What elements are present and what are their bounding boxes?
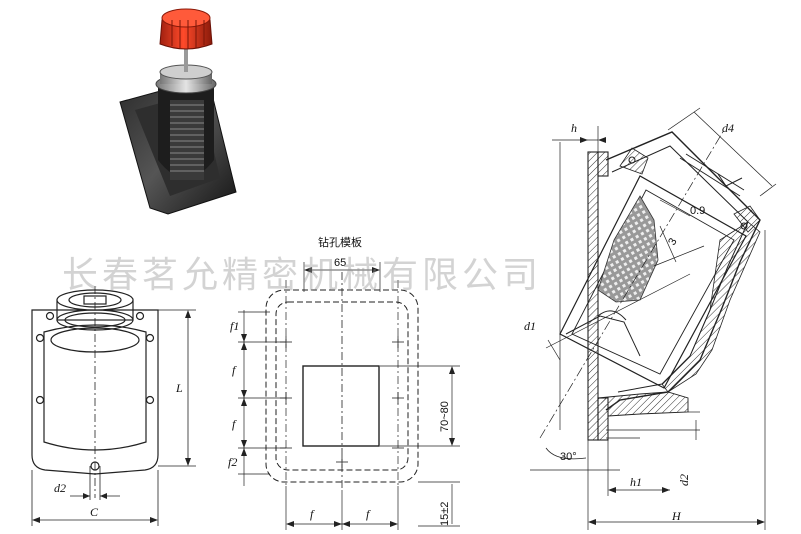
drilling-template bbox=[238, 262, 460, 530]
template-title: 钻孔模板 bbox=[318, 235, 362, 249]
section-h1-label: h1 bbox=[630, 475, 642, 489]
product-photo bbox=[119, 8, 237, 215]
section-d1-label: d1 bbox=[524, 319, 536, 333]
section-h-label: h bbox=[571, 121, 577, 135]
section-09-label: 0.9 bbox=[690, 205, 705, 217]
strainer-ribs bbox=[170, 100, 204, 180]
template-f1-label: f1 bbox=[230, 319, 239, 333]
section-d4-label: d4 bbox=[722, 121, 734, 135]
template-bottom-dim: 15±2 bbox=[439, 502, 451, 526]
template-f2-label: f2 bbox=[228, 455, 237, 469]
mesh-strainer bbox=[597, 195, 659, 303]
bolt-hole bbox=[45, 311, 55, 321]
section-view bbox=[530, 107, 777, 530]
bolt-hole bbox=[35, 395, 45, 405]
front-c-label: C bbox=[90, 505, 99, 519]
section-H-label: H bbox=[671, 509, 682, 523]
front-view bbox=[31, 286, 196, 526]
template-range-label: 70~80 bbox=[439, 401, 451, 432]
front-l-label: L bbox=[175, 381, 183, 395]
template-f-label-a: f bbox=[232, 363, 237, 377]
template-dim-65: 65 bbox=[334, 257, 346, 269]
bolt-hole bbox=[145, 395, 155, 405]
front-d2-label: d2 bbox=[54, 481, 66, 495]
bolt-hole bbox=[145, 333, 155, 343]
section-3-label: 3 bbox=[666, 236, 679, 247]
bolt-hole bbox=[135, 311, 145, 321]
template-f-bottom-right: f bbox=[366, 507, 371, 521]
template-f-label-b: f bbox=[232, 417, 237, 431]
section-angle-label: 30° bbox=[560, 451, 577, 463]
template-f-bottom-left: f bbox=[310, 507, 315, 521]
bolt-hole bbox=[35, 333, 45, 343]
section-d2-label: d2 bbox=[677, 474, 691, 486]
